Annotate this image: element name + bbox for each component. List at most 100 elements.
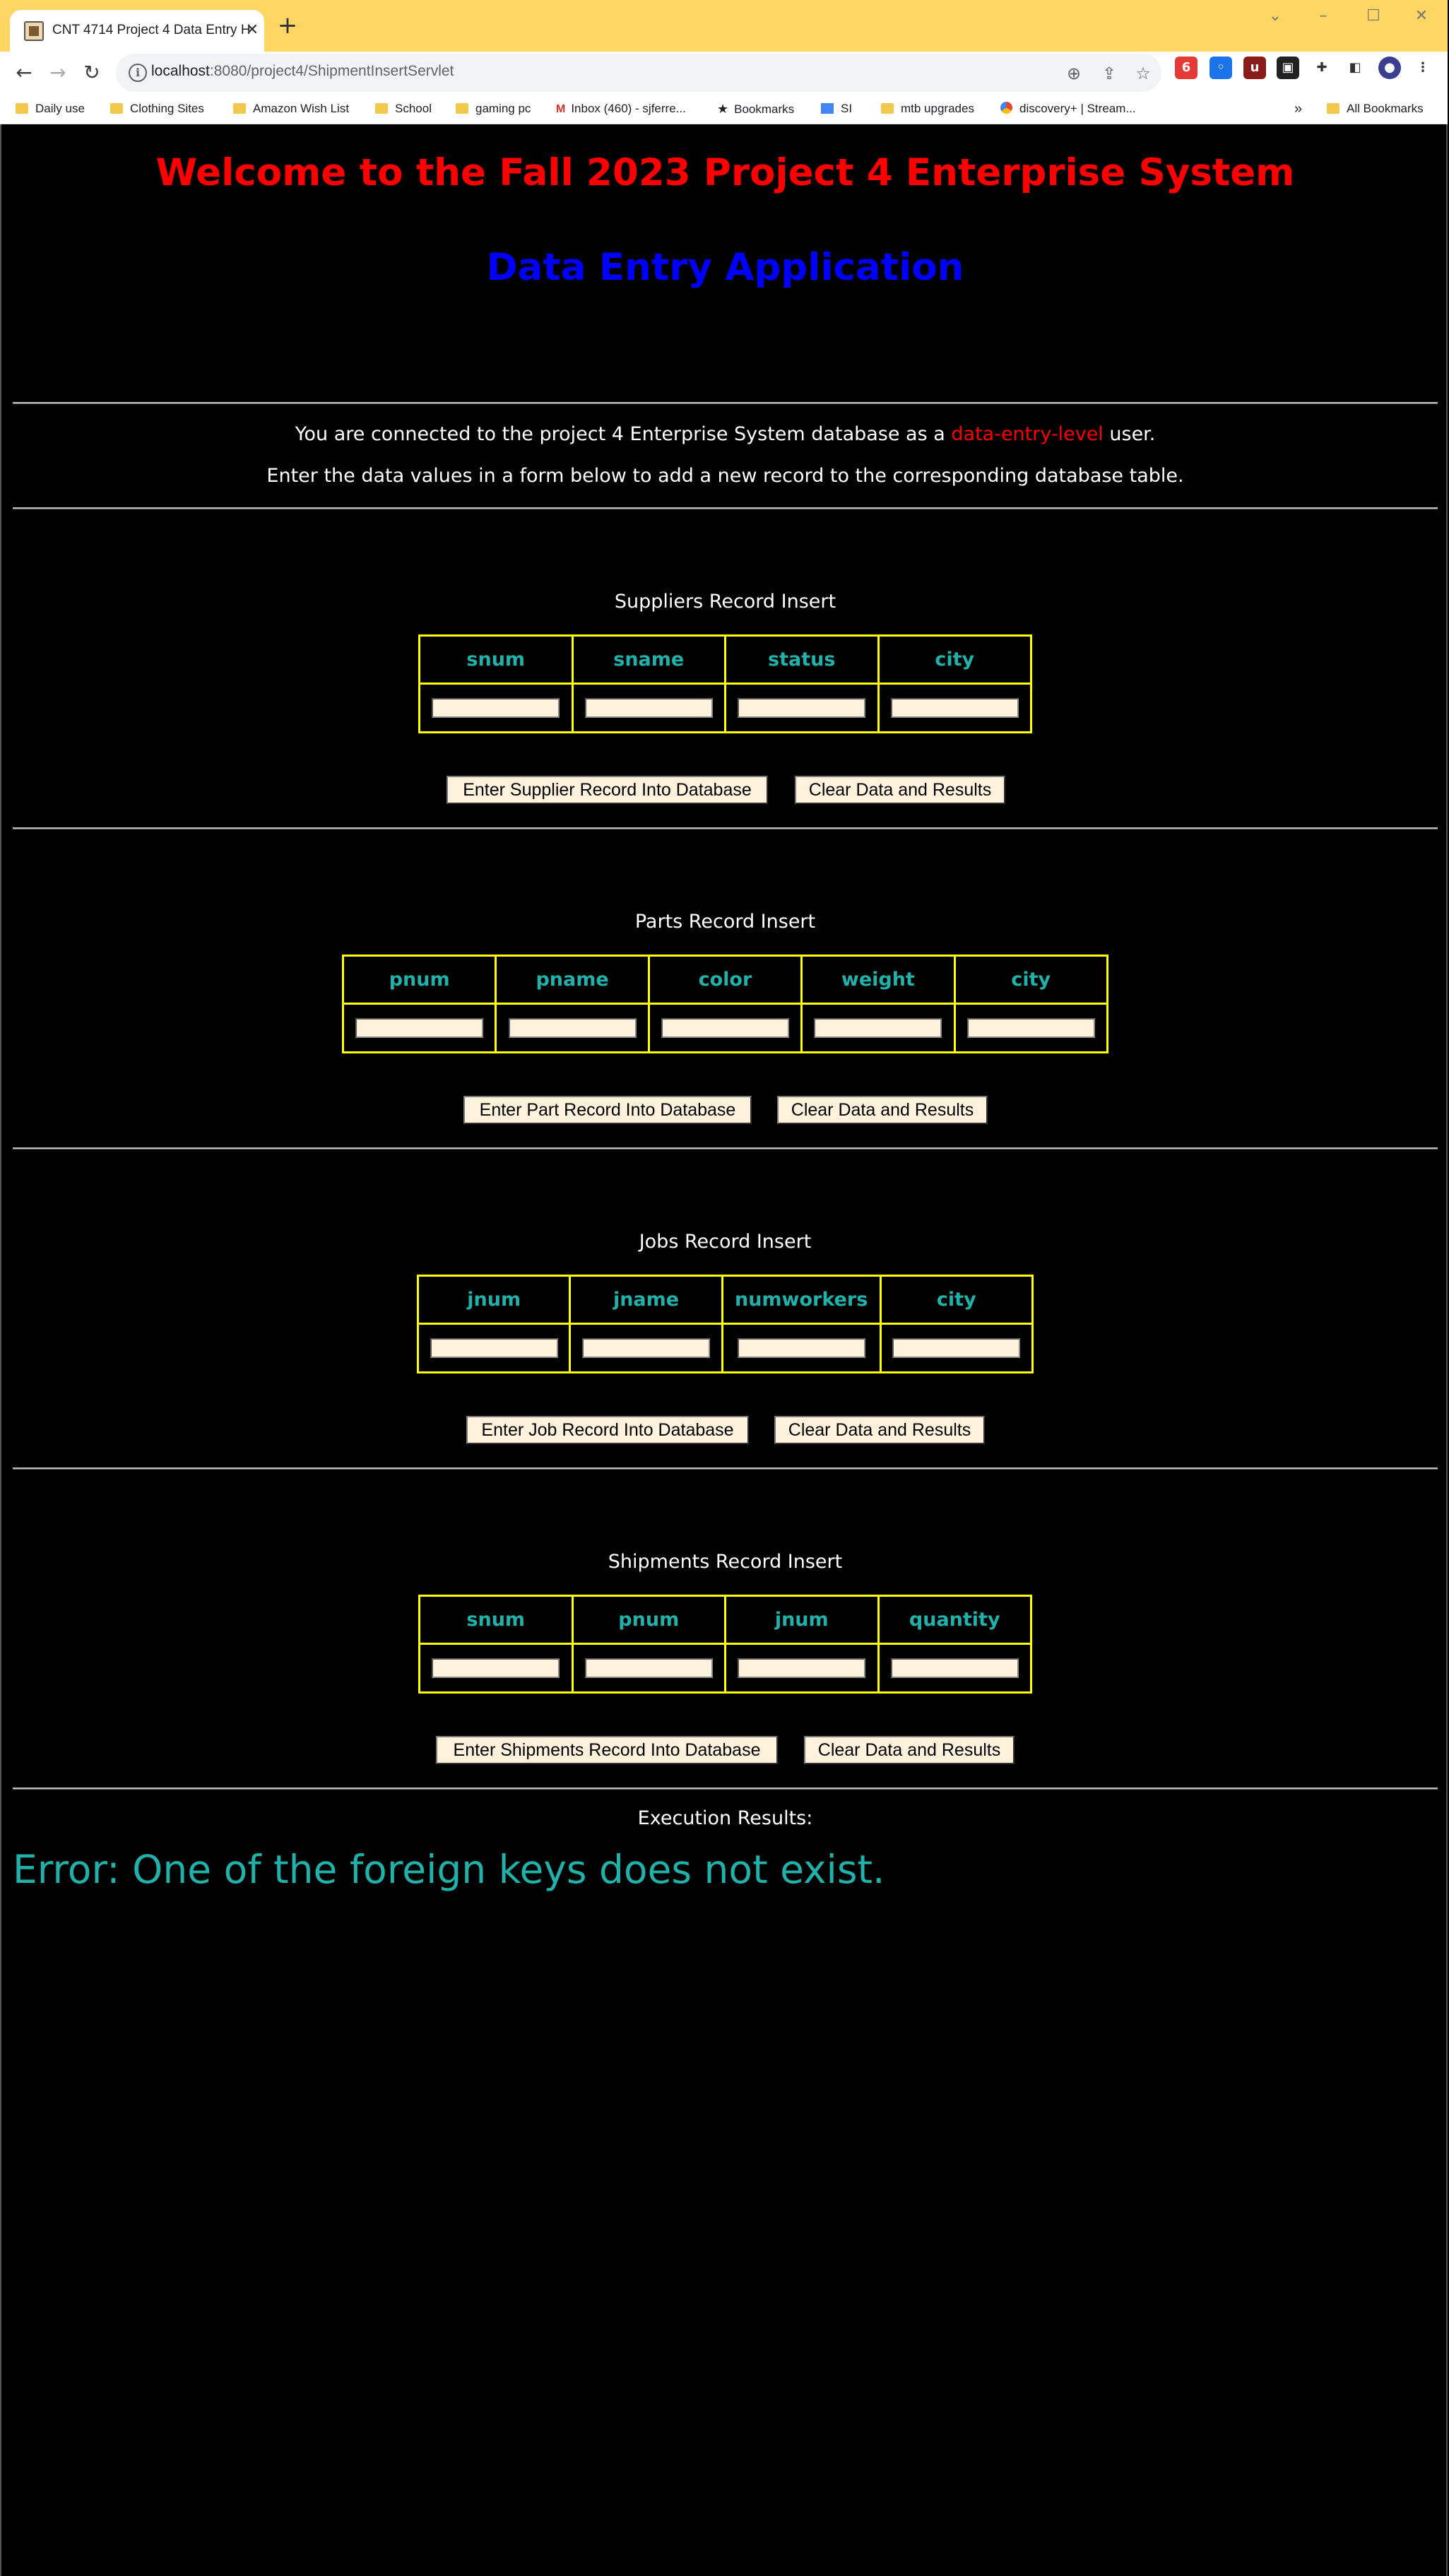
bookmarks-overflow-icon[interactable]: »: [1294, 101, 1303, 117]
share-icon[interactable]: ⇪: [1101, 64, 1117, 83]
folder-icon: [233, 103, 246, 114]
divider: [13, 507, 1438, 509]
url-text[interactable]: localhost:8080/project4/ShipmentInsertSe…: [151, 63, 454, 79]
part-weight-input[interactable]: [814, 1018, 942, 1038]
gmail-icon: M: [556, 103, 566, 115]
column-header: sname: [571, 634, 726, 685]
bookmark-school[interactable]: School: [375, 98, 432, 119]
parts-form-table: pnum pname color weight city: [341, 955, 1109, 1053]
page-content: Welcome to the Fall 2023 Project 4 Enter…: [0, 124, 1448, 2576]
divider: [13, 1147, 1438, 1150]
bookmark-daily-use[interactable]: Daily use: [16, 98, 85, 119]
bookmark-amazon-wish-list[interactable]: Amazon Wish List: [233, 98, 349, 119]
job-numworkers-input[interactable]: [737, 1338, 865, 1358]
shipment-quantity-input[interactable]: [890, 1658, 1019, 1678]
column-header: snum: [418, 634, 574, 685]
part-city-input[interactable]: [966, 1018, 1095, 1038]
zoom-icon[interactable]: ⊕: [1066, 64, 1082, 83]
extension-icon-4[interactable]: ▣: [1277, 57, 1299, 79]
maximize-icon[interactable]: ☐: [1366, 7, 1380, 25]
divider: [13, 827, 1438, 829]
back-icon[interactable]: ←: [16, 61, 32, 84]
clear-parts-button[interactable]: Clear Data and Results: [777, 1096, 988, 1124]
shipment-jnum-input[interactable]: [738, 1658, 866, 1678]
bookmark-bookmarks[interactable]: ★Bookmarks: [717, 102, 795, 116]
star-icon: ★: [717, 102, 729, 116]
column-header: jnum: [724, 1595, 880, 1645]
active-tab[interactable]: CNT 4714 Project 4 Data Entry H ✕: [10, 10, 264, 52]
part-color-input[interactable]: [661, 1018, 789, 1038]
divider: [13, 1788, 1438, 1790]
enter-shipment-button[interactable]: Enter Shipments Record Into Database: [436, 1736, 778, 1764]
supplier-sname-input[interactable]: [584, 698, 713, 718]
page-subtitle: Data Entry Application: [486, 246, 964, 289]
discovery-icon: [1000, 102, 1012, 114]
job-jname-input[interactable]: [582, 1338, 711, 1358]
part-pname-input[interactable]: [508, 1018, 637, 1038]
docs-icon: [821, 103, 834, 114]
column-header: quantity: [877, 1595, 1032, 1645]
bookmark-star-icon[interactable]: ☆: [1135, 64, 1151, 83]
forward-icon[interactable]: →: [49, 61, 66, 84]
tab-search-icon[interactable]: ⌄: [1268, 7, 1282, 25]
clear-jobs-button[interactable]: Clear Data and Results: [774, 1416, 985, 1444]
shipments-section-title: Shipments Record Insert: [608, 1551, 843, 1573]
shipments-form-table: snum pnum jnum quantity: [418, 1595, 1032, 1694]
extensions-puzzle-icon[interactable]: ✚: [1311, 57, 1333, 79]
side-panel-icon[interactable]: ◧: [1344, 57, 1366, 79]
extension-icon-2[interactable]: ◦: [1210, 57, 1232, 79]
bookmark-si[interactable]: SI: [821, 98, 852, 119]
reload-icon[interactable]: ↻: [83, 61, 100, 84]
browser-toolbar: ← → ↻ i localhost:8080/project4/Shipment…: [0, 52, 1448, 94]
suppliers-section-title: Suppliers Record Insert: [614, 591, 836, 613]
column-header: pname: [495, 955, 650, 1005]
bookmark-all-bookmarks[interactable]: All Bookmarks: [1327, 98, 1424, 119]
bookmark-gaming-pc[interactable]: gaming pc: [456, 98, 531, 119]
page-favicon-icon: [24, 21, 44, 41]
column-header: city: [953, 955, 1109, 1005]
shipment-pnum-input[interactable]: [584, 1658, 713, 1678]
column-header: pnum: [571, 1595, 726, 1645]
folder-icon: [375, 103, 388, 114]
clear-shipments-button[interactable]: Clear Data and Results: [804, 1736, 1015, 1764]
supplier-snum-input[interactable]: [432, 698, 560, 718]
folder-icon: [456, 103, 468, 114]
enter-supplier-button[interactable]: Enter Supplier Record Into Database: [446, 776, 768, 804]
page-title: Welcome to the Fall 2023 Project 4 Enter…: [155, 151, 1295, 194]
execution-results-label: Execution Results:: [637, 1807, 813, 1829]
supplier-city-input[interactable]: [890, 698, 1019, 718]
menu-kebab-icon[interactable]: ⋮: [1412, 57, 1434, 79]
close-window-icon[interactable]: ✕: [1414, 7, 1429, 25]
tab-title: CNT 4714 Project 4 Data Entry H: [52, 23, 251, 37]
shipment-snum-input[interactable]: [432, 1658, 560, 1678]
extension-icon-1[interactable]: 6: [1175, 57, 1197, 79]
column-header: city: [879, 1275, 1034, 1325]
close-tab-icon[interactable]: ✕: [245, 21, 259, 39]
address-bar[interactable]: i localhost:8080/project4/ShipmentInsert…: [116, 54, 1161, 92]
job-jnum-input[interactable]: [430, 1338, 558, 1358]
column-header: city: [877, 634, 1032, 685]
enter-part-button[interactable]: Enter Part Record Into Database: [463, 1096, 752, 1124]
site-info-icon[interactable]: i: [129, 64, 147, 82]
enter-job-button[interactable]: Enter Job Record Into Database: [466, 1416, 749, 1444]
bookmark-mtb-upgrades[interactable]: mtb upgrades: [881, 98, 974, 119]
suppliers-form-table: snum sname status city: [418, 634, 1032, 733]
bookmark-discovery[interactable]: discovery+ | Stream...: [1000, 98, 1136, 119]
parts-section-title: Parts Record Insert: [634, 911, 816, 933]
minimize-icon[interactable]: –: [1319, 7, 1327, 25]
bookmark-clothing-sites[interactable]: Clothing Sites: [110, 98, 204, 119]
ublock-icon[interactable]: u: [1243, 57, 1266, 79]
column-header: pnum: [341, 955, 497, 1005]
part-pnum-input[interactable]: [355, 1018, 484, 1038]
folder-icon: [16, 103, 28, 114]
connection-info: You are connected to the project 4 Enter…: [295, 423, 1156, 445]
browser-chrome: CNT 4714 Project 4 Data Entry H ✕ + ⌄ – …: [0, 0, 1448, 124]
job-city-input[interactable]: [892, 1338, 1021, 1358]
clear-suppliers-button[interactable]: Clear Data and Results: [795, 776, 1005, 804]
profile-avatar[interactable]: ●: [1378, 57, 1401, 79]
error-message: Error: One of the foreign keys does not …: [13, 1847, 885, 1892]
tab-strip: CNT 4714 Project 4 Data Entry H ✕ + ⌄ – …: [0, 0, 1448, 52]
supplier-status-input[interactable]: [738, 698, 866, 718]
new-tab-icon[interactable]: +: [277, 11, 298, 40]
